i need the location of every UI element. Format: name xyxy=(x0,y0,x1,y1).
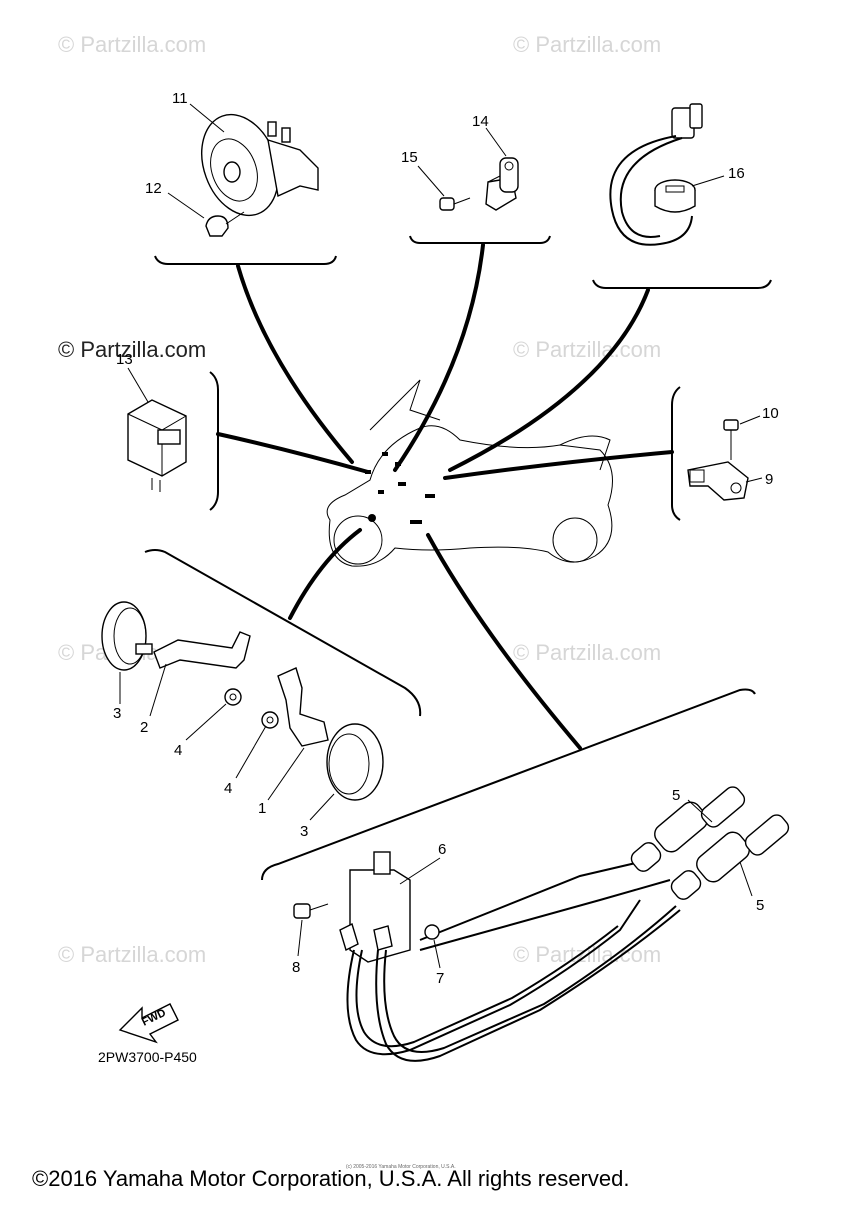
ignition-coil-part xyxy=(339,851,411,963)
watermark: © Partzilla.com xyxy=(58,942,206,967)
nut-part xyxy=(224,688,242,706)
leader-5 xyxy=(687,799,713,823)
fwd-arrow-icon: FWD xyxy=(118,1003,179,1044)
part-label-3: 3 xyxy=(113,705,121,722)
part-label-15: 15 xyxy=(401,149,418,166)
part-label-2: 2 xyxy=(140,719,148,736)
sensor-screw-part xyxy=(439,197,471,211)
watermark: © Partzilla.com xyxy=(513,32,661,57)
leader-switch xyxy=(448,288,650,472)
coil-bolt-part xyxy=(293,903,329,919)
bracket-reflector xyxy=(144,549,422,717)
bracket-horn xyxy=(154,255,337,265)
leader-pickup xyxy=(443,450,674,480)
reflector-stay-right-part xyxy=(277,667,329,747)
part-label-9: 9 xyxy=(765,471,773,488)
tiny-credit: (c) 2005-2016 Yamaha Motor Corporation, … xyxy=(346,1164,456,1170)
leader-11 xyxy=(189,103,225,133)
part-label-5: 5 xyxy=(672,787,680,804)
pickup-bolt-part xyxy=(723,419,739,460)
bracket-pickup xyxy=(671,386,681,521)
watermark: © Partzilla.com xyxy=(58,32,206,57)
watermark: © Partzilla.com xyxy=(513,640,661,665)
leader-2 xyxy=(149,663,167,717)
part-label-7: 7 xyxy=(436,970,444,987)
part-label-6: 6 xyxy=(438,841,446,858)
part-label-16: 16 xyxy=(728,165,745,182)
part-label-12: 12 xyxy=(145,180,162,197)
part-label-14: 14 xyxy=(472,113,489,130)
leader-9 xyxy=(745,477,763,483)
nut-part xyxy=(261,711,279,729)
leader-1 xyxy=(267,747,305,801)
copyright-notice: ©2016 Yamaha Motor Corporation, U.S.A. A… xyxy=(32,1166,629,1191)
part-label-10: 10 xyxy=(762,405,779,422)
part-label-3: 3 xyxy=(300,823,308,840)
leader-sensor xyxy=(393,243,485,472)
reflector-left-part xyxy=(101,601,147,671)
leader-reflector xyxy=(288,528,362,620)
plug-cap-part xyxy=(670,814,790,900)
bracket-switch xyxy=(592,279,772,289)
bracket-coil xyxy=(261,688,756,881)
leader-4 xyxy=(235,725,267,779)
part-label-4: 4 xyxy=(174,742,182,759)
part-label-4: 4 xyxy=(224,780,232,797)
horn-bolt-part xyxy=(205,211,245,237)
watermark: © Partzilla.com xyxy=(58,337,206,362)
leader-3 xyxy=(309,793,335,821)
leader-6 xyxy=(399,857,441,885)
leader-5 xyxy=(739,861,753,897)
relay-part xyxy=(127,399,187,492)
leader-horn xyxy=(236,264,354,464)
leader-15 xyxy=(417,165,445,197)
watermark: © Partzilla.com xyxy=(513,337,661,362)
sensor-part xyxy=(485,157,519,211)
location-markers xyxy=(365,452,435,524)
horn-part xyxy=(201,113,319,217)
leader-8 xyxy=(297,919,303,957)
leader-4 xyxy=(185,703,227,741)
plug-cap-part xyxy=(630,786,746,872)
leader-coil xyxy=(426,533,582,750)
diagram-code: 2PW3700-P450 xyxy=(98,1049,197,1065)
switch-part xyxy=(609,103,703,246)
coil-leads xyxy=(346,861,681,1062)
leader-16 xyxy=(691,175,725,187)
part-label-5: 5 xyxy=(756,897,764,914)
reflector-right-part xyxy=(326,723,384,801)
leader-13 xyxy=(127,367,149,403)
pickup-part xyxy=(687,461,749,501)
reflector-stay-left-part xyxy=(135,631,251,669)
bracket-sensor xyxy=(409,235,551,244)
leader-7 xyxy=(433,939,441,969)
leader-12 xyxy=(167,192,205,219)
bracket-relay xyxy=(209,371,219,511)
part-label-1: 1 xyxy=(258,800,266,817)
coil-nut-part xyxy=(424,924,440,940)
part-label-13: 13 xyxy=(116,351,133,368)
part-label-8: 8 xyxy=(292,959,300,976)
leader-relay xyxy=(216,432,370,474)
leader-10 xyxy=(739,415,761,425)
part-label-11: 11 xyxy=(172,90,188,107)
motorcycle-outline xyxy=(326,379,613,567)
leader-14 xyxy=(485,127,507,157)
